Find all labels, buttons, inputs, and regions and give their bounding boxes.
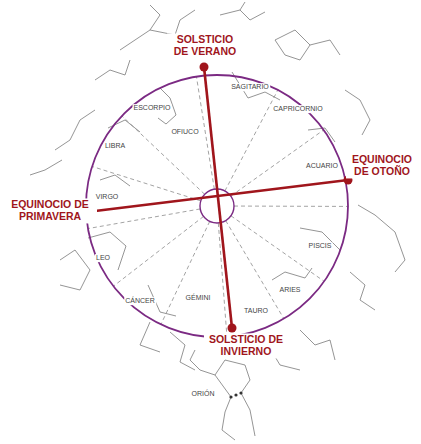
orion-figure: [200, 360, 225, 375]
solstice-point: [200, 63, 209, 72]
constellation-line: [275, 30, 310, 60]
constellation-line: [358, 205, 405, 272]
solstice-label: SOLSTICIO DE VERANO: [167, 33, 243, 58]
zodiac-name: PISCIS: [308, 242, 333, 250]
constellation-line: [120, 5, 160, 50]
constellation-line: [310, 40, 340, 55]
zodiac-name: TAURO: [243, 307, 269, 315]
zodiac-boundary: [161, 221, 210, 324]
constellation-line: [300, 330, 335, 360]
constellation-line: [170, 332, 195, 370]
constellation-line: [140, 322, 160, 352]
zodiac-name: VIRGO: [95, 193, 120, 201]
equinox-label: EQUINOCIO DE PRIMAVERA: [3, 198, 97, 223]
orion-figure: [190, 350, 200, 370]
zodiac-name: ACUARIO: [305, 162, 339, 170]
constellation-line: [55, 110, 95, 150]
ecliptic-circle: [86, 75, 348, 337]
zodiac-name: ESCORPIO: [133, 104, 172, 112]
constellation-line: [240, 2, 245, 10]
constellation-name: ORIÓN: [191, 390, 216, 398]
constellation-line: [350, 272, 375, 310]
constellation-line: [30, 160, 62, 175]
constellation-line: [345, 90, 370, 135]
zodiac-boundary: [234, 206, 348, 207]
zodiac-name: OFIUCO: [170, 128, 199, 136]
zodiac-name: CÁNCER: [124, 297, 156, 305]
zodiac-boundary: [88, 209, 200, 229]
constellation-line: [60, 250, 90, 290]
zodiac-name: LIBRA: [104, 142, 126, 150]
orion-figure: [215, 375, 235, 440]
constellation-line: [272, 268, 312, 280]
orion-belt-star: [239, 391, 242, 394]
zodiac-name: ARIES: [278, 286, 301, 294]
zodiac-name: LEO: [95, 254, 111, 262]
zodiac-boundary: [225, 90, 278, 191]
zodiac-name: GÉMINI: [185, 294, 212, 302]
orion-belt-star: [229, 395, 232, 398]
zodiac-boundary: [92, 166, 201, 200]
constellation-line: [150, 10, 195, 35]
constellation-line: [220, 10, 265, 20]
equinox-label: EQUINOCIO DE OTOÑO: [346, 153, 418, 178]
orion-figure: [225, 360, 250, 393]
solstice-point: [228, 324, 237, 333]
constellation-line: [300, 228, 340, 250]
zodiac-name: CAPRICORNIO: [272, 105, 323, 113]
orion-figure: [241, 393, 255, 436]
solstice-label: SOLSTICIO DE INVIERNO: [204, 333, 288, 358]
equinox-axis: [87, 180, 348, 212]
zodiac-boundary: [122, 116, 205, 194]
zodiac-name: SAGITARIO: [230, 83, 270, 91]
zodiac-boundary: [113, 216, 203, 286]
constellation-line: [95, 60, 130, 80]
orion-belt-star: [234, 393, 237, 396]
zodiac-boundary: [226, 221, 284, 319]
